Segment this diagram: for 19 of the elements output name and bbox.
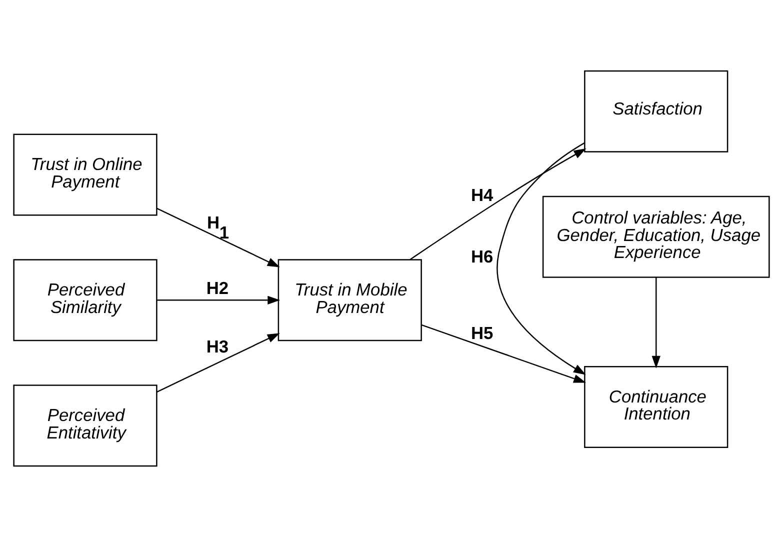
arrow	[410, 148, 586, 260]
arrow	[156, 295, 280, 304]
arrow	[156, 332, 280, 392]
arrow	[421, 324, 586, 382]
arrow	[156, 207, 280, 267]
node-box: Continuance Intention	[584, 366, 728, 448]
edge-label: H6	[471, 246, 494, 266]
edge-label: H3	[206, 336, 229, 356]
node-box: Perceived Similarity	[13, 258, 158, 341]
node-box: Control variables: Age, Gender, Education, Usage Experience	[542, 195, 770, 278]
arrow	[496, 142, 586, 374]
node-box: Perceived Entitativity	[13, 384, 158, 466]
edge-label: H2	[206, 278, 229, 298]
edge-label: H4	[471, 184, 494, 205]
node-box: Trust in Online Payment	[13, 133, 158, 216]
arrow	[652, 276, 660, 368]
node-box: Trust in Mobile Payment	[278, 258, 422, 341]
edge-label: H5	[471, 322, 494, 342]
node-box: Satisfaction	[584, 70, 728, 152]
